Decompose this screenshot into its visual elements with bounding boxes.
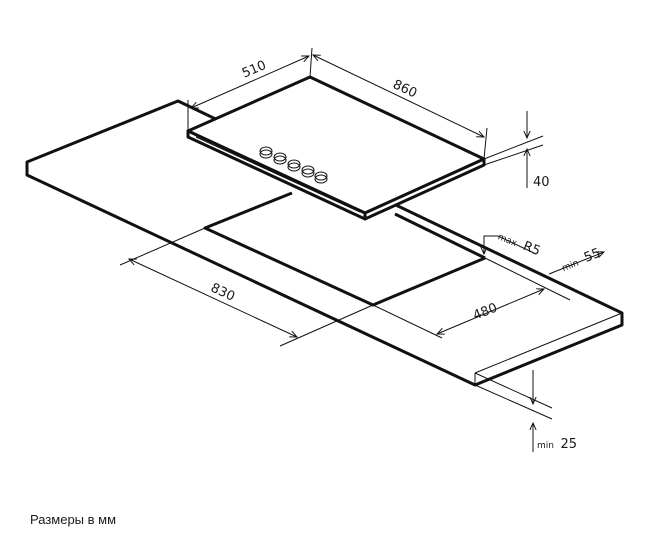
control-knobs [259, 146, 328, 184]
knob-3 [287, 159, 301, 169]
knob-2 [273, 152, 287, 162]
knob-5 [314, 171, 328, 181]
dimension-worktop-thickness: min 25 [474, 370, 577, 452]
dimension-hob-height: 40 [483, 111, 550, 190]
label-hob-depth: 510 [240, 58, 269, 82]
knob-4 [301, 165, 315, 175]
label-edge-distance: min 55 [559, 244, 603, 275]
label-corner-radius: max R5 [496, 227, 544, 259]
label-cutout-width: 830 [208, 281, 237, 305]
edge-distance-callout: min 55 [548, 244, 604, 275]
label-hob-height: 40 [533, 175, 550, 190]
knob-1 [259, 146, 273, 156]
label-hob-width: 860 [390, 77, 419, 101]
label-worktop-thickness: min 25 [537, 435, 577, 452]
units-caption: Размеры в мм [30, 512, 117, 527]
